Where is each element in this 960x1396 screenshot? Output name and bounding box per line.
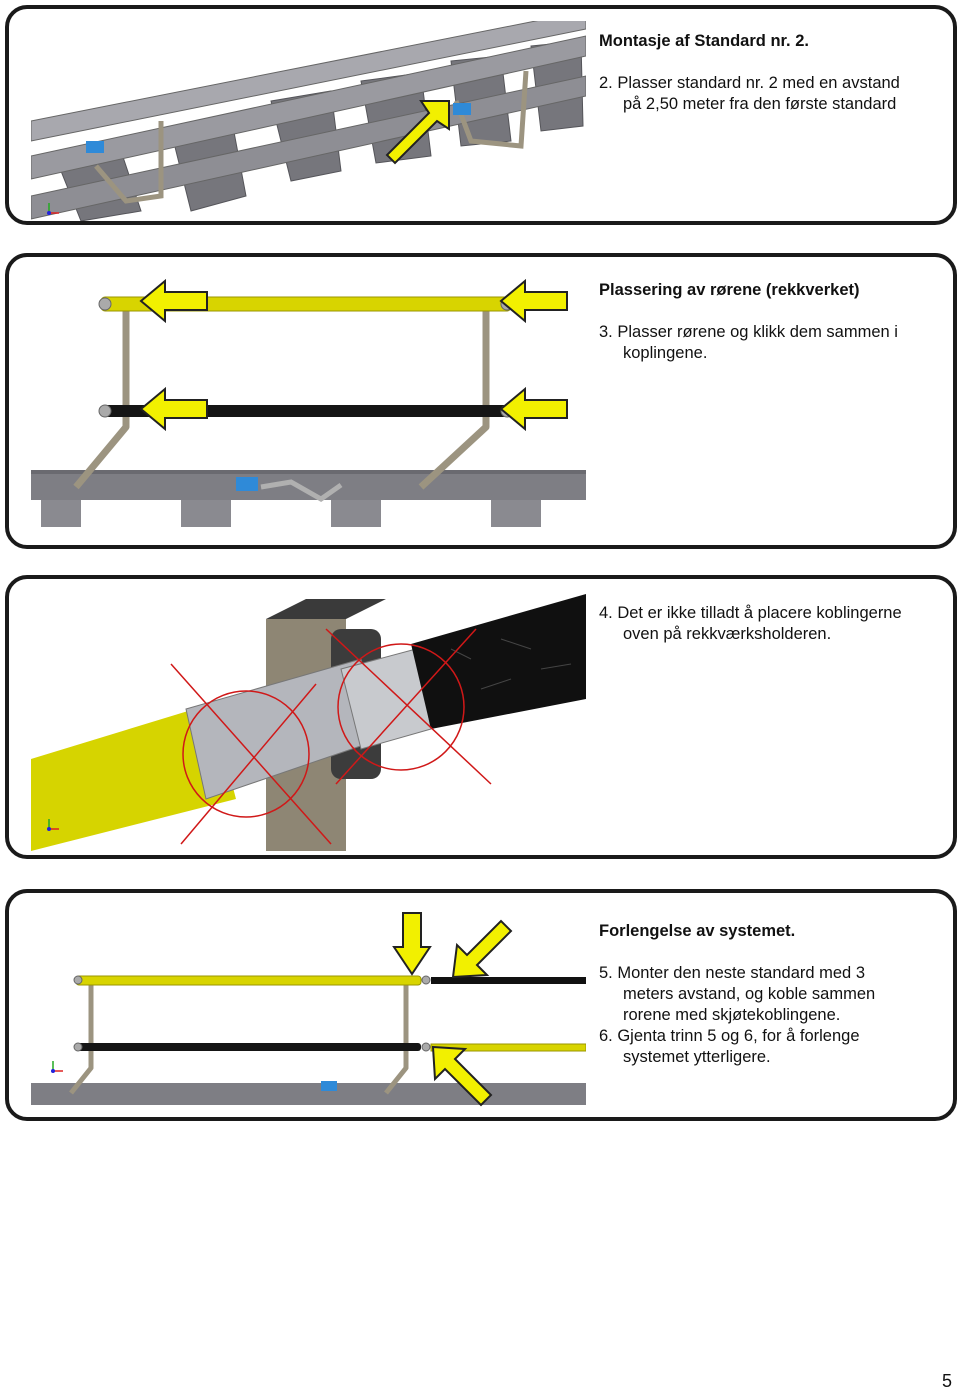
step-6-line-1: 6. Gjenta trinn 5 og 6, for å forlenge (599, 1027, 860, 1045)
step-4-line-2: oven på rekkværksholderen. (623, 625, 832, 643)
step-5-line-2: meters avstand, og koble sammen (623, 985, 876, 1003)
step-2-line-1: 2. Plasser standard nr. 2 med en avstand (599, 74, 900, 92)
step-2-line-2: på 2,50 meter fra den første standard (623, 95, 897, 113)
panel-2-heading: Plassering av rørene (rekkverket) (599, 281, 860, 299)
arrow-up-left-icon (431, 1045, 493, 1107)
arrow-up-left-icon (385, 100, 450, 165)
arrow-left-icon (139, 387, 208, 431)
arrow-left-icon (139, 279, 208, 323)
illustration-pipe-placement (31, 267, 586, 527)
step-6-line-2: systemet ytterligere. (623, 1048, 771, 1066)
arrow-left-icon (499, 279, 568, 323)
arrow-down-icon (392, 912, 432, 976)
panel-1-text: Montasje af Standard nr. 2. 2. Plasser s… (599, 31, 949, 115)
page-number: 5 (941, 1371, 952, 1391)
panel-step-2: Montasje af Standard nr. 2. 2. Plasser s… (5, 5, 957, 225)
step-5-line-1: 5. Monter den neste standard med 3 (599, 964, 865, 982)
arrow-left-icon (499, 387, 568, 431)
arrow-down-left-icon (451, 919, 513, 979)
step-3-line-1: 3. Plasser rørene og klikk dem sammen i (599, 323, 898, 341)
illustration-system-extension (31, 953, 586, 1108)
panel-2-text: Plassering av rørene (rekkverket) 3. Pla… (599, 280, 949, 364)
panel-step-5-6: Forlengelse av systemet. 5. Monter den n… (5, 889, 957, 1121)
panel-4-text: Forlengelse av systemet. 5. Monter den n… (599, 921, 951, 1068)
step-5-line-3: rorene med skjøtekoblingene. (623, 1006, 841, 1024)
panel-step-3: Plassering av rørene (rekkverket) 3. Pla… (5, 253, 957, 549)
step-3-line-2: koplingene. (623, 344, 708, 362)
panel-4-heading: Forlengelse av systemet. (599, 922, 796, 940)
panel-1-heading: Montasje af Standard nr. 2. (599, 32, 809, 50)
step-4-line-1: 4. Det er ikke tilladt å placere kobling… (599, 604, 902, 622)
panel-3-text: 4. Det er ikke tilladt å placere kobling… (599, 603, 951, 645)
illustration-standard-2 (31, 21, 586, 221)
panel-step-4: 4. Det er ikke tilladt å placere kobling… (5, 575, 957, 859)
illustration-coupling-not-allowed (31, 589, 586, 851)
